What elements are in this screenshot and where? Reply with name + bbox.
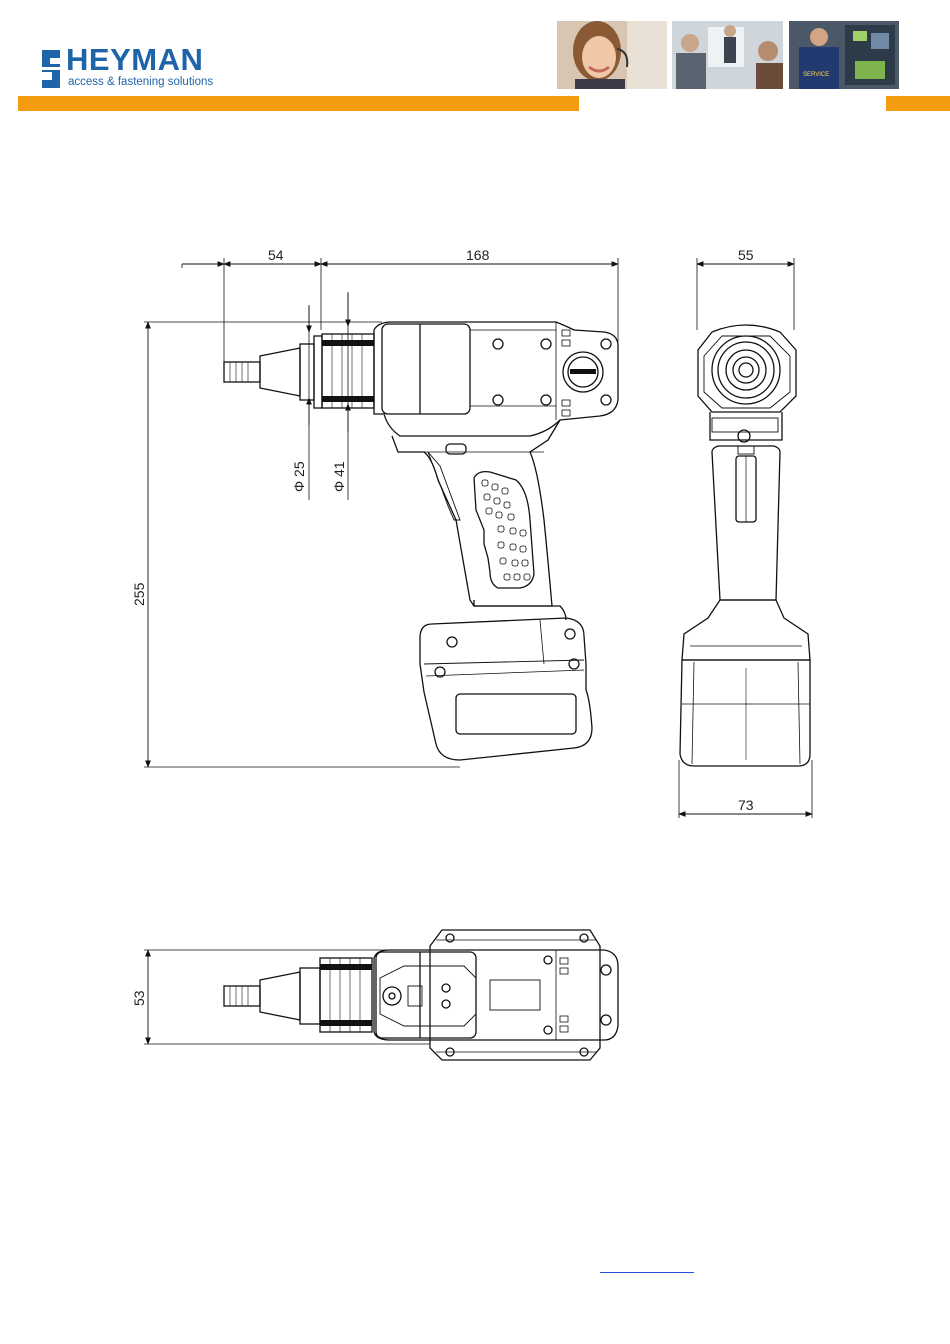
side-view [144, 258, 618, 767]
dim-bottom-width: 73 [738, 797, 754, 813]
side-view-dimensions: 54 168 255 Φ 25 Φ 41 [131, 247, 490, 606]
dim-nose-length: 54 [268, 247, 284, 263]
dim-dia-small: Φ 25 [291, 461, 307, 492]
top-view [144, 930, 618, 1060]
front-view [679, 258, 812, 818]
dim-top-width: 55 [738, 247, 754, 263]
dim-top-view-width: 53 [131, 990, 147, 1006]
dim-dia-large: Φ 41 [331, 461, 347, 492]
top-view-dimensions: 53 [131, 990, 147, 1006]
footer-link[interactable] [600, 1260, 694, 1273]
dim-body-length: 168 [466, 247, 490, 263]
dim-height: 255 [131, 582, 147, 606]
